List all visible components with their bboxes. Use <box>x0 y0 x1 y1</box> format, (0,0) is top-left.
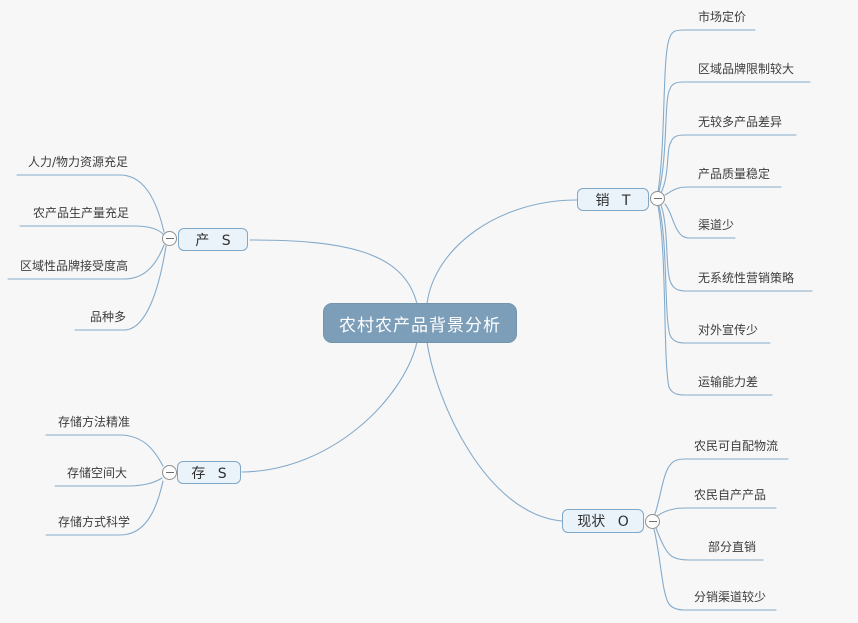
collapse-button-storage[interactable] <box>162 465 177 480</box>
connector-leaf <box>654 458 789 515</box>
connector-leaf <box>660 134 797 194</box>
connector-root-production <box>249 239 418 305</box>
subtopic-storage-2[interactable]: 存储空间大 <box>67 466 128 480</box>
subtopic-production-1[interactable]: 人力/物力资源充足 <box>28 155 129 169</box>
collapse-button-status[interactable] <box>645 514 660 529</box>
subtopic-storage-3[interactable]: 存储方式科学 <box>58 515 131 529</box>
connector-leaf <box>45 434 164 467</box>
branch-topic-production[interactable]: 产 S <box>178 228 248 251</box>
subtopic-status-2[interactable]: 农民自产产品 <box>694 488 767 502</box>
subtopic-sales-5[interactable]: 渠道少 <box>698 218 735 232</box>
minus-icon <box>165 238 174 239</box>
connector-leaf <box>16 174 165 233</box>
minus-icon <box>165 472 174 473</box>
branch-topic-sales[interactable]: 销 T <box>577 188 649 211</box>
subtopic-sales-2[interactable]: 区域品牌限制较大 <box>698 62 795 76</box>
subtopic-sales-4[interactable]: 产品质量稳定 <box>698 167 771 181</box>
subtopic-production-3[interactable]: 区域性品牌接受度高 <box>20 259 129 273</box>
subtopic-sales-3[interactable]: 无较多产品差异 <box>698 115 783 129</box>
sales-child-connectors <box>657 29 813 396</box>
branch-topic-status[interactable]: 现状 O <box>562 509 644 533</box>
subtopic-status-4[interactable]: 分销渠道较少 <box>694 590 767 604</box>
subtopic-status-1[interactable]: 农民可自配物流 <box>694 439 779 453</box>
connector-leaf <box>19 225 164 235</box>
subtopic-production-2[interactable]: 农产品生产量充足 <box>33 206 130 220</box>
subtopic-sales-1[interactable]: 市场定价 <box>698 10 747 24</box>
central-branch-connectors <box>241 199 578 522</box>
subtopic-production-4[interactable]: 品种多 <box>90 310 127 324</box>
collapse-button-production[interactable] <box>162 231 177 246</box>
minus-icon <box>648 521 657 522</box>
subtopic-storage-1[interactable]: 存储方法精准 <box>58 415 131 429</box>
connector-leaf <box>664 186 782 196</box>
production-child-connectors <box>7 174 167 331</box>
connector-root-status <box>426 341 563 522</box>
connector-root-storage <box>241 341 418 473</box>
central-topic[interactable]: 农村农产品背景分析 <box>323 303 517 343</box>
subtopic-status-3[interactable]: 部分直销 <box>708 540 757 554</box>
branch-topic-storage[interactable]: 存 S <box>177 461 241 484</box>
subtopic-sales-6[interactable]: 无系统性营销策略 <box>698 271 795 285</box>
subtopic-sales-8[interactable]: 运输能力差 <box>698 375 759 389</box>
subtopic-sales-7[interactable]: 对外宣传少 <box>698 323 759 337</box>
connector-leaf <box>657 205 773 396</box>
connector-leaf <box>656 507 777 517</box>
status-child-connectors <box>653 458 789 611</box>
minus-icon <box>653 198 662 199</box>
connector-root-sales <box>426 199 578 305</box>
collapse-button-sales[interactable] <box>650 191 665 206</box>
